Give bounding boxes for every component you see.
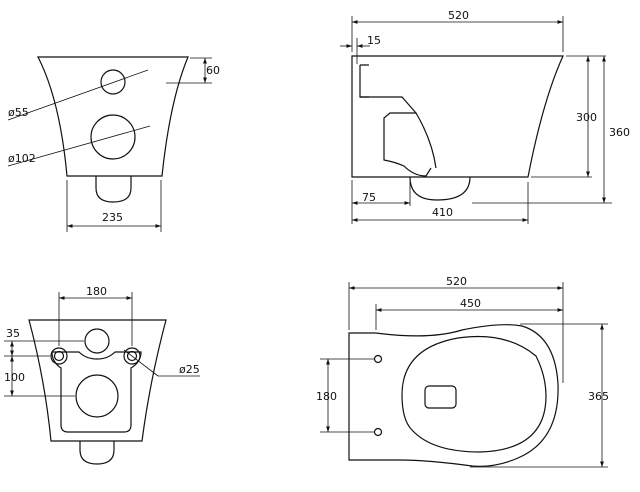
rear-fixing-hole-left-inner	[53, 350, 65, 362]
front-bowl-outline	[37, 56, 189, 177]
top-body-outline	[348, 324, 559, 467]
dim-180-rear: 180	[86, 285, 107, 298]
rear-inner-frame	[51, 351, 142, 433]
top-fixing-hole-lower	[373, 427, 383, 437]
side-view: 520 15 300 360 75 410	[340, 9, 630, 224]
side-trap-outline	[409, 176, 471, 201]
top-view: 520 450 180 365	[316, 275, 609, 468]
dim-dia-55: ø55	[8, 106, 29, 119]
top-fixing-hole-upper	[373, 354, 383, 364]
side-inlet-bracket	[359, 64, 369, 98]
side-siphon-curve	[415, 112, 437, 169]
rear-center-hole	[84, 328, 110, 354]
rear-fixing-hole-left-outer	[50, 347, 68, 365]
dim-180-top: 180	[316, 390, 337, 403]
dim-dia-102: ø102	[8, 152, 36, 165]
dim-75: 75	[362, 191, 376, 204]
dim-300: 300	[576, 111, 597, 124]
inlet-hole-55	[100, 69, 126, 95]
dim-450: 450	[460, 297, 481, 310]
rear-fixing-hole-right-outer	[123, 347, 141, 365]
dim-100: 100	[4, 371, 25, 384]
dim-410: 410	[432, 206, 453, 219]
front-view: 60 ø55 ø102 235	[7, 56, 220, 232]
dim-15: 15	[367, 34, 381, 47]
dim-520-side: 520	[448, 9, 469, 22]
dim-235: 235	[102, 211, 123, 224]
top-bowl-rim	[401, 335, 547, 453]
dim-520-top: 520	[446, 275, 467, 288]
rear-outlet-hole	[75, 374, 119, 418]
side-body-outline	[351, 55, 564, 178]
dim-365: 365	[588, 390, 609, 403]
rear-trap-outline	[79, 441, 115, 465]
dim-60: 60	[206, 64, 220, 77]
dim-dia-25: ø25	[179, 363, 200, 376]
rear-bowl-outline	[28, 319, 167, 442]
rear-view: 180 35 100 ø25	[4, 285, 200, 465]
rear-fixing-hole-right-inner	[126, 350, 138, 362]
dim-360: 360	[609, 126, 630, 139]
dim-35: 35	[6, 327, 20, 340]
side-bowl-inner	[360, 96, 432, 177]
outlet-hole-102	[90, 114, 136, 160]
top-outlet-opening	[424, 385, 457, 409]
front-trap-outline	[95, 176, 132, 203]
